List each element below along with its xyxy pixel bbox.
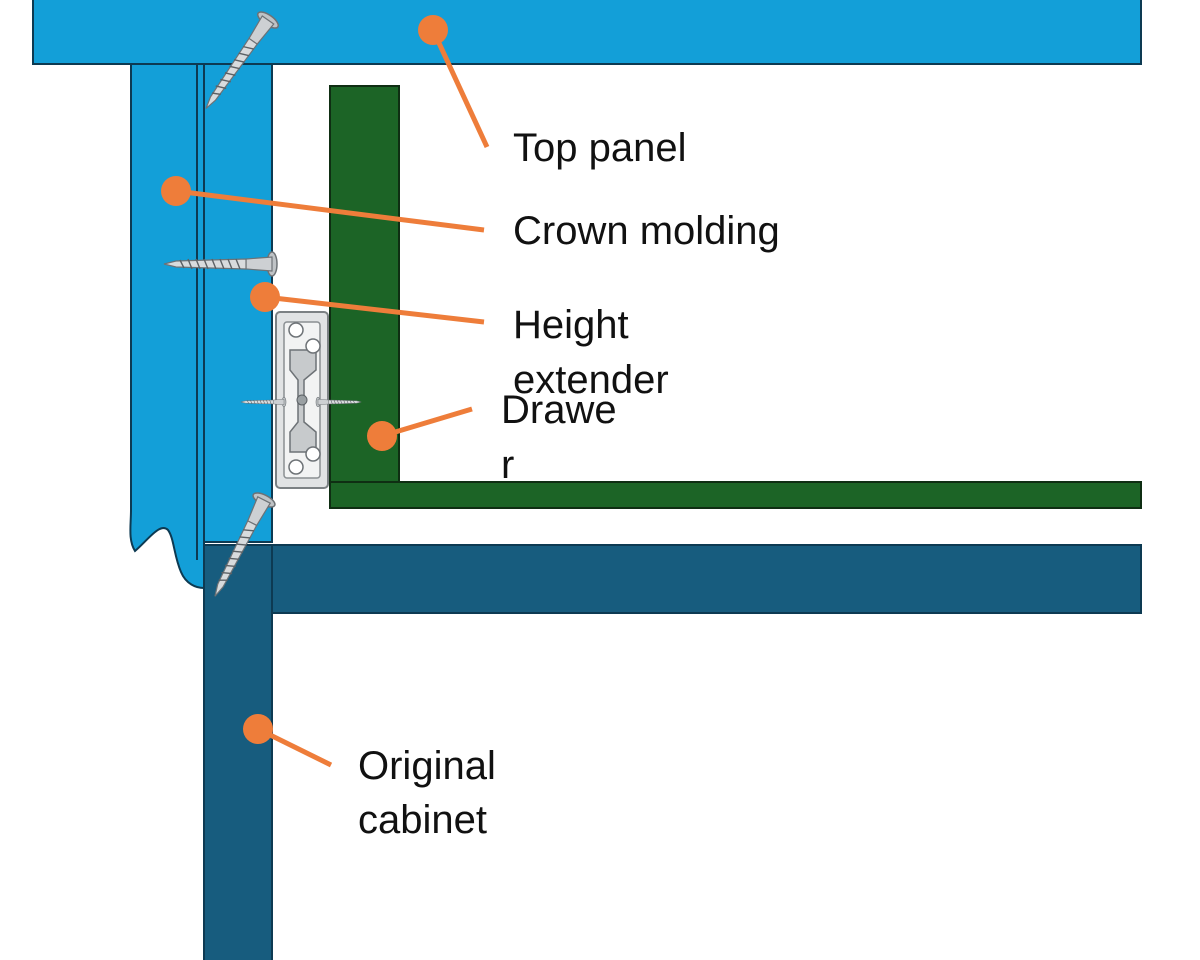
label-original-cabinet-line1: Original bbox=[358, 744, 496, 788]
label-drawer-line1: Drawe bbox=[501, 388, 617, 432]
label-drawer-line2: r bbox=[501, 443, 514, 487]
label-height-extender-line2: extender bbox=[513, 358, 669, 402]
label-top-panel: Top panel bbox=[513, 126, 686, 170]
crown-molding bbox=[129, 63, 205, 590]
drawer bbox=[329, 85, 1142, 509]
callout-top-panel bbox=[418, 15, 490, 149]
callout-height-extender bbox=[250, 282, 485, 325]
original-cabinet-top bbox=[203, 544, 1142, 614]
label-crown-molding: Crown molding bbox=[513, 209, 780, 253]
label-height-extender-line1: Height bbox=[513, 303, 629, 347]
original-cabinet-side bbox=[203, 544, 273, 960]
callout-drawer bbox=[367, 406, 473, 451]
top-panel bbox=[32, 0, 1142, 65]
callout-crown-molding bbox=[161, 176, 485, 233]
callout-original-cabinet bbox=[243, 714, 333, 768]
label-original-cabinet-line2: cabinet bbox=[358, 798, 487, 842]
